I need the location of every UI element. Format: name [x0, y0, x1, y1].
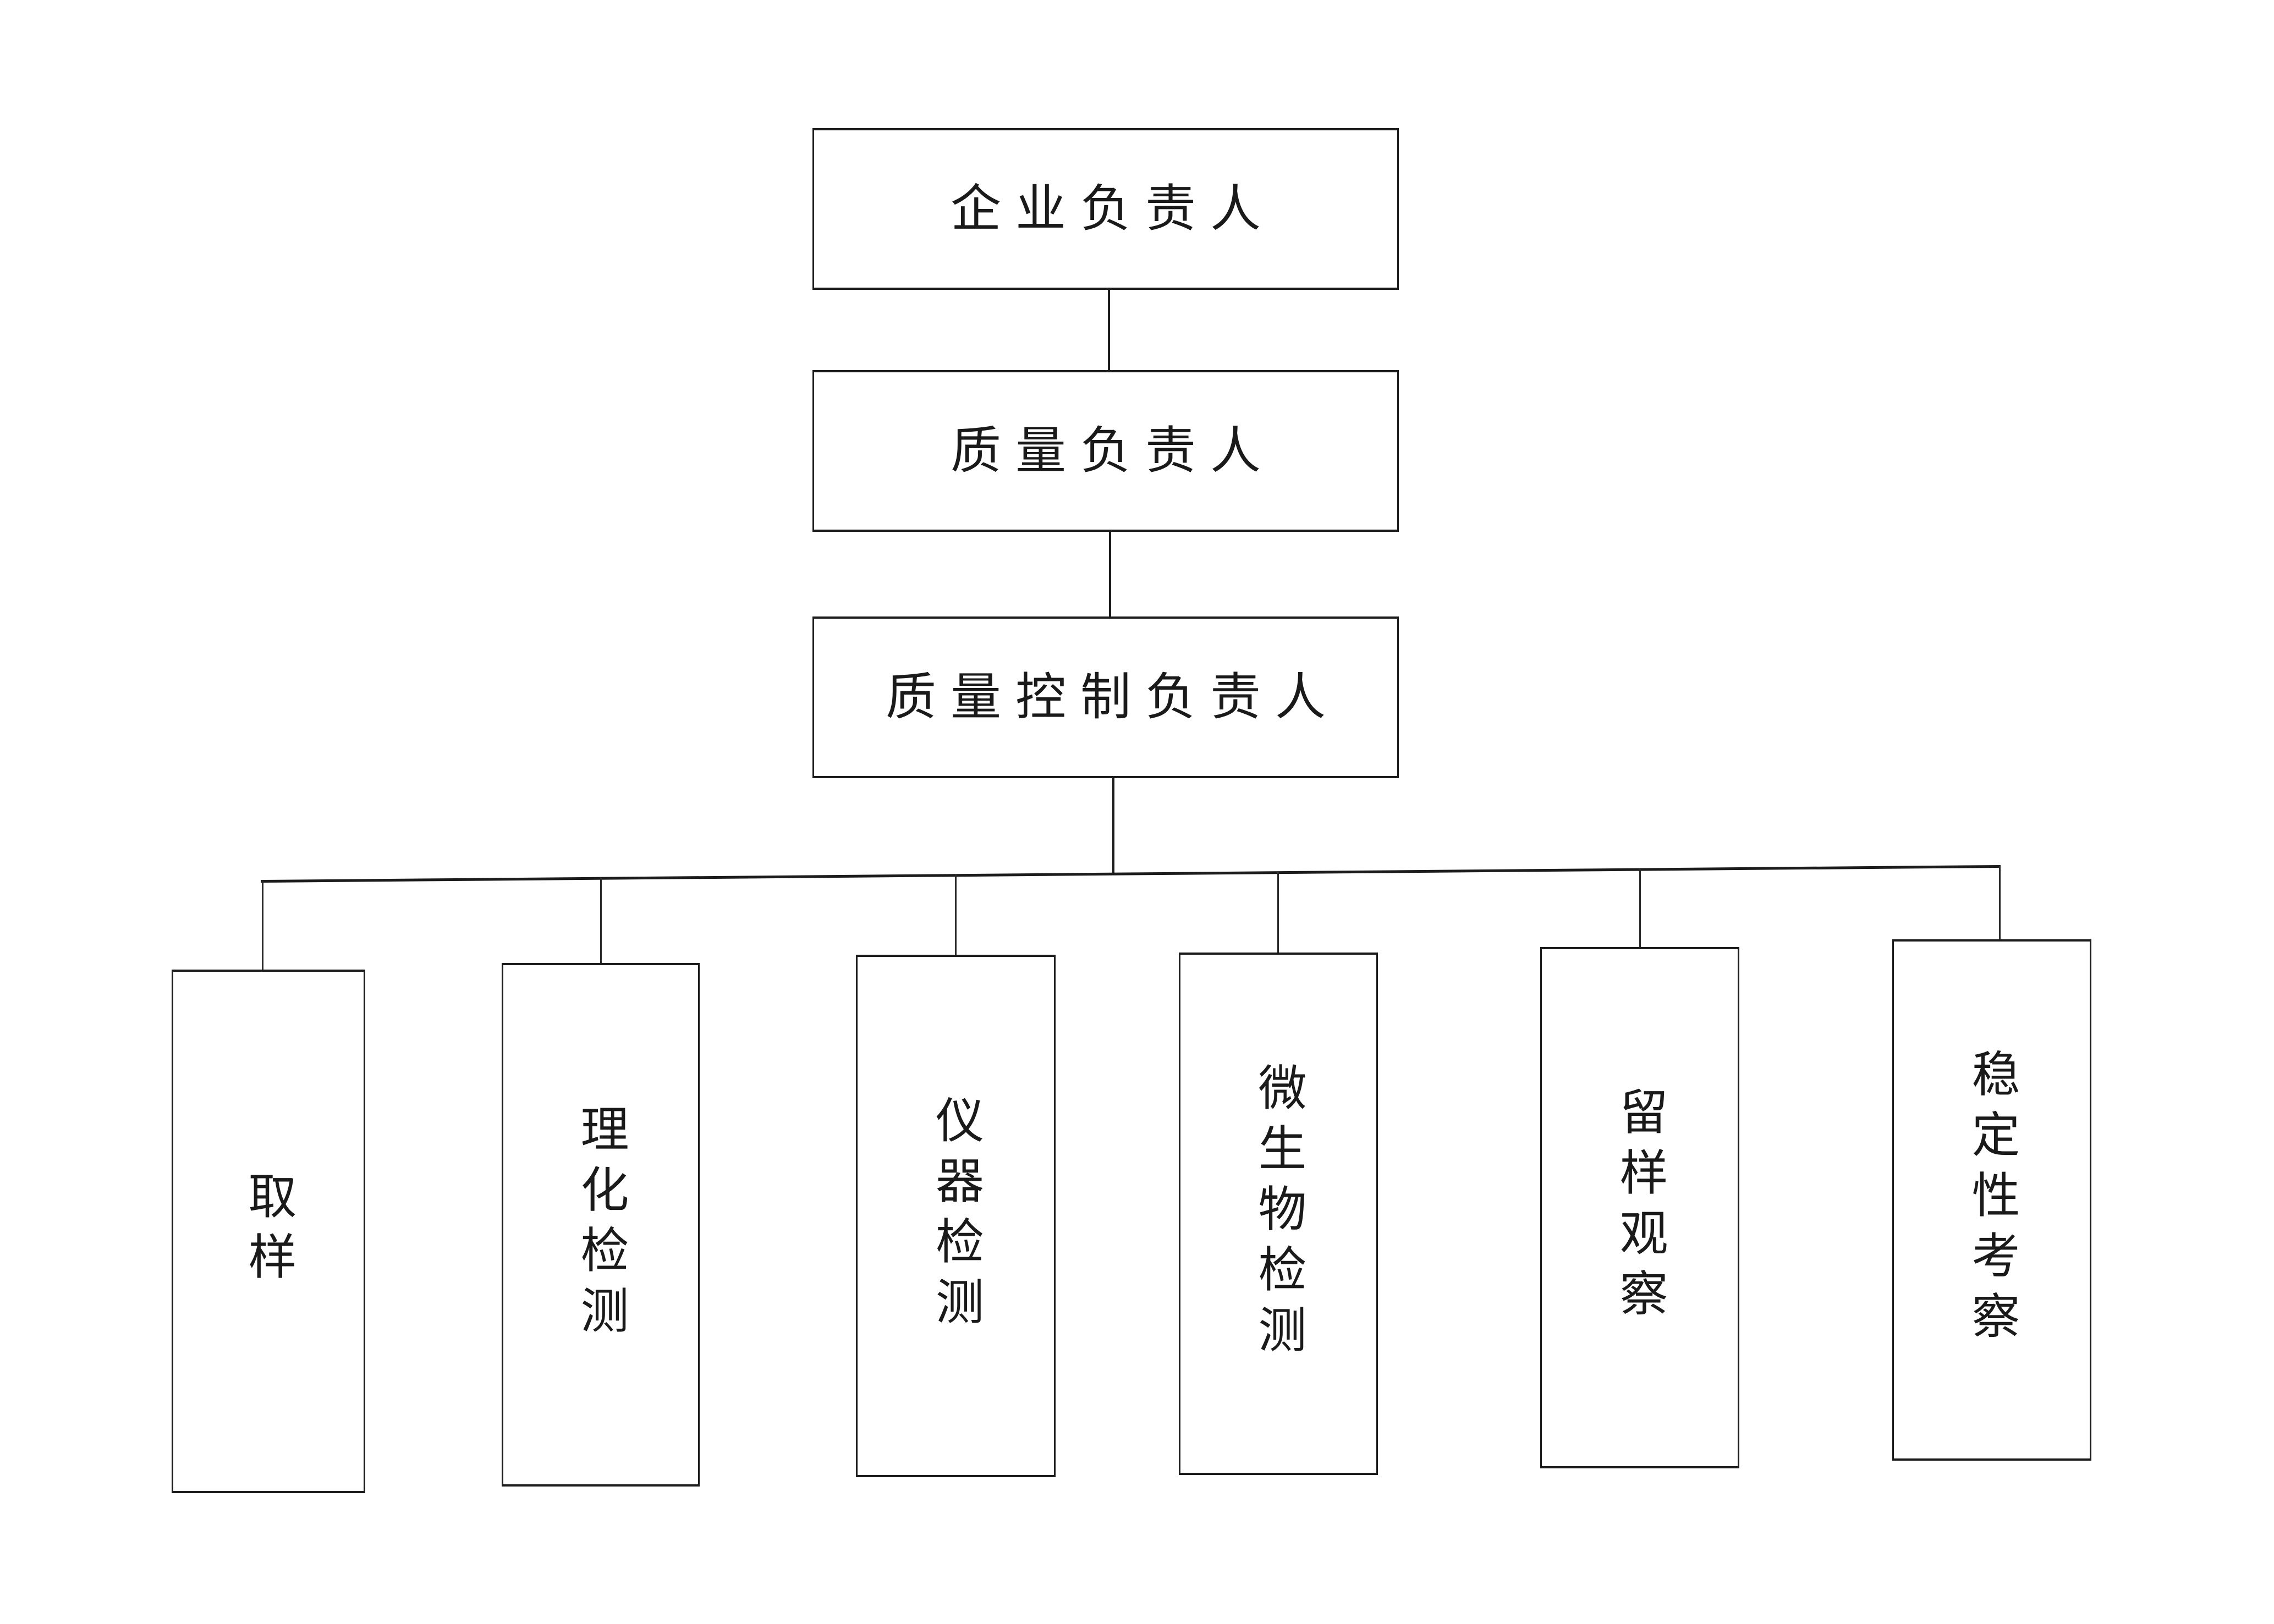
node-stability-study[interactable]: 稳定性考察	[1892, 939, 2091, 1461]
connector-drop-stability-study	[1999, 866, 2001, 940]
connector-bus-horizontal	[260, 865, 2001, 883]
connector-drop-physchem-testing	[600, 878, 602, 964]
node-quality-manager[interactable]: 质量负责人	[812, 370, 1399, 532]
connector-drop-microbial-testing	[1277, 872, 1279, 954]
node-label-quality-control-manager: 质量控制负责人	[885, 667, 1340, 726]
connector-drop-retained-sample-obs	[1639, 869, 1641, 948]
node-sampling[interactable]: 取样	[172, 970, 365, 1493]
connector-drop-instrument-testing	[955, 874, 957, 956]
connector-quality-control-to-bus	[1112, 777, 1114, 873]
node-instrument-testing[interactable]: 仪器检测	[856, 955, 1056, 1477]
node-label-quality-manager: 质量负责人	[950, 421, 1275, 480]
node-label-instrument-testing: 仪器检测	[927, 1095, 985, 1337]
node-quality-control-manager[interactable]: 质量控制负责人	[812, 616, 1399, 778]
node-retained-sample-obs[interactable]: 留样观察	[1540, 947, 1739, 1468]
node-label-sampling: 取样	[240, 1171, 297, 1292]
connector-drop-sampling	[262, 880, 263, 971]
connector-quality-to-quality-control	[1109, 530, 1111, 618]
node-label-physchem-testing: 理化检测	[573, 1104, 629, 1346]
node-enterprise-manager[interactable]: 企业负责人	[812, 128, 1399, 290]
node-label-retained-sample-obs: 留样观察	[1612, 1087, 1668, 1329]
node-label-enterprise-manager: 企业负责人	[950, 179, 1275, 238]
node-label-microbial-testing: 微生物检测	[1250, 1063, 1307, 1365]
node-microbial-testing[interactable]: 微生物检测	[1179, 953, 1378, 1475]
node-label-stability-study: 稳定性考察	[1964, 1049, 2020, 1351]
connector-enterprise-to-quality	[1108, 288, 1110, 372]
node-physchem-testing[interactable]: 理化检测	[502, 963, 700, 1487]
